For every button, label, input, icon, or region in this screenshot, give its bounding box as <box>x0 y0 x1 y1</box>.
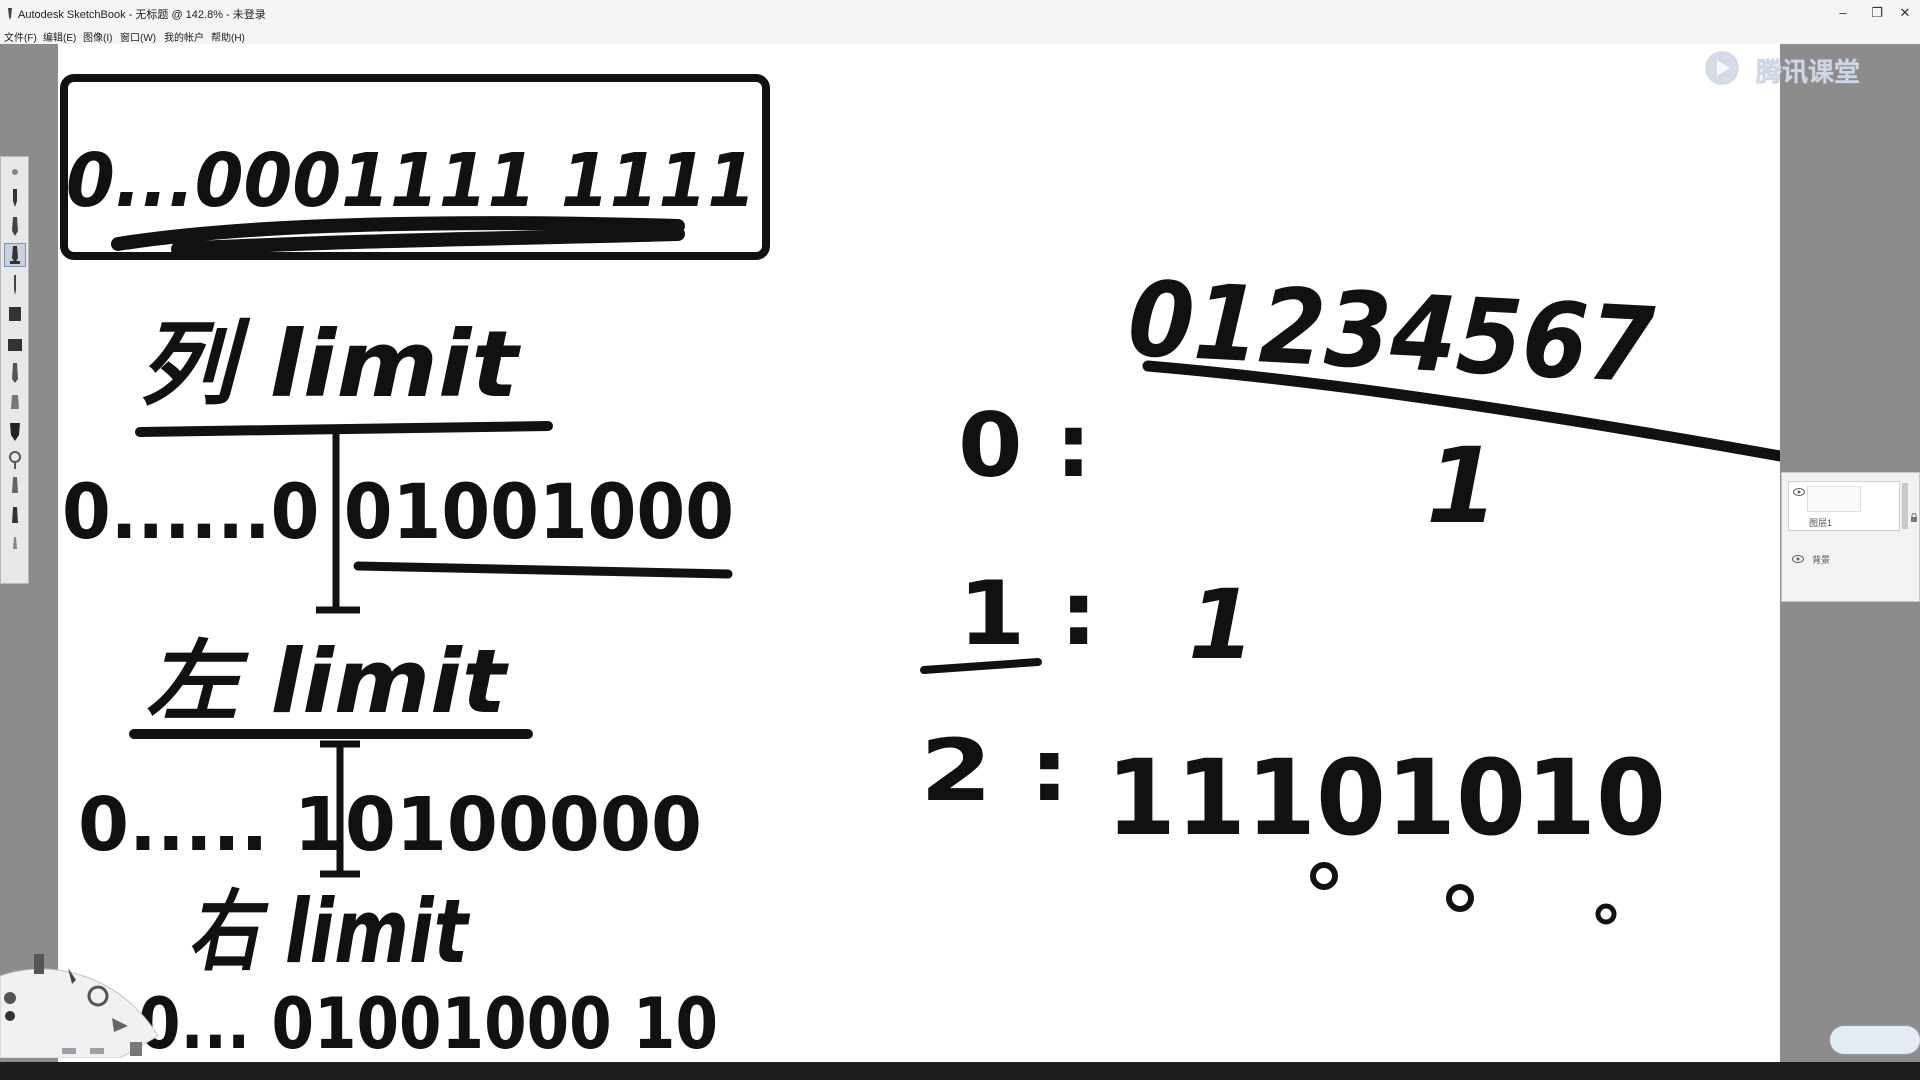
row3-label: 右 limit <box>188 880 470 983</box>
small-brush-tool-icon[interactable] <box>4 531 26 555</box>
undo-icon[interactable] <box>62 1048 76 1054</box>
fine-pen-tool-icon[interactable] <box>4 273 26 297</box>
menu-image[interactable]: 图像(I) <box>83 33 113 44</box>
row-2-label: 2 : <box>920 721 1070 821</box>
box-scribble <box>111 216 685 256</box>
highlight-box <box>60 74 770 260</box>
airbrush-tool-icon[interactable] <box>4 187 26 211</box>
bottom-edge <box>0 1062 1920 1080</box>
layer-editor-panel: 图层1 背景 <box>1781 472 1920 602</box>
layer-thumbnail <box>1807 486 1861 512</box>
lock-icon[interactable] <box>1910 513 1918 523</box>
window-title: Autodesk SketchBook - 无标题 @ 142.8% - 未登录 <box>18 9 266 21</box>
zoom-lagoon-icon[interactable] <box>5 1011 15 1021</box>
title-bar: Autodesk SketchBook - 无标题 @ 142.8% - 未登录… <box>0 0 1920 29</box>
brush-grip-icon[interactable] <box>4 161 26 185</box>
maximize-button[interactable]: ❐ <box>1871 5 1883 20</box>
row-2-zero-mark <box>1310 862 1338 890</box>
layer-scrollbar[interactable] <box>1902 483 1908 529</box>
drawing-canvas[interactable]: 0...0001111 1111 列 limit 0......0 010010… <box>58 44 1780 1062</box>
row3-bits: 0... 01001000 10 <box>138 983 718 1062</box>
row-2-zero-mark <box>1595 903 1617 925</box>
paintbrush-tool-icon[interactable] <box>4 361 26 385</box>
menu-help[interactable]: 帮助(H) <box>211 33 245 44</box>
close-button[interactable]: ✕ <box>1899 5 1911 20</box>
row2-bits: 0..... 10100000 <box>78 782 702 868</box>
select-lagoon-icon[interactable] <box>112 1018 128 1032</box>
row-0-label: 0 : <box>958 394 1092 497</box>
watermark: 腾讯课堂 <box>1702 48 1872 88</box>
zoom-indicator[interactable]: ··· <box>1830 1026 1920 1054</box>
brush-lagoon-icon[interactable] <box>68 968 76 984</box>
row-2-zero-mark <box>1446 884 1474 912</box>
menu-file[interactable]: 文件(F) <box>4 33 37 44</box>
column-header: 01234567 <box>1125 257 1657 406</box>
row-2-bits: 11101010 <box>1106 737 1666 859</box>
page-lagoon-icon[interactable] <box>130 1042 142 1056</box>
watermark-text: 腾讯课堂 <box>1756 57 1861 87</box>
box-bits: 0...0001111 1111 <box>66 138 756 224</box>
row-1-underline <box>920 658 1042 674</box>
ink-brush-tool-icon[interactable] <box>4 419 26 443</box>
chisel-marker-tool-icon[interactable] <box>4 331 26 355</box>
eye-icon[interactable] <box>1792 555 1804 563</box>
smudge-tool-icon[interactable] <box>4 391 26 415</box>
layer-lagoon-icon[interactable] <box>4 992 16 1004</box>
brush-toolbar <box>0 156 29 584</box>
row1-underline <box>135 421 553 437</box>
tencent-classroom-play-icon <box>1705 51 1739 85</box>
felt-pen-tool-icon[interactable] <box>4 503 26 527</box>
row-1-mark: 1 <box>1188 569 1255 681</box>
sketchbook-pencil-icon <box>8 8 12 20</box>
menu-window[interactable]: 窗口(W) <box>120 33 157 44</box>
row-1-label: 1 : <box>958 562 1098 665</box>
ballpoint-pen-tool-icon[interactable] <box>4 243 26 267</box>
row1-bits: 0......0 01001000 <box>62 467 734 556</box>
redo-icon[interactable] <box>90 1048 104 1054</box>
row1-label: 列 limit <box>138 311 521 418</box>
lagoon-radial-menu[interactable] <box>0 938 170 1059</box>
background-layer-name: 背景 <box>1812 555 1831 565</box>
eye-icon[interactable] <box>1793 488 1805 496</box>
row-0-mark: 1 <box>1426 425 1498 547</box>
menu-bar: 文件(F) 编辑(E) 图像(I) 窗口(W) 我的帐户 帮助(H) <box>0 28 1920 44</box>
row2-label: 左 limit <box>146 630 509 733</box>
pencil-tool-icon[interactable] <box>4 215 26 239</box>
layer-item[interactable]: 图层1 <box>1788 481 1900 531</box>
menu-edit[interactable]: 编辑(E) <box>43 33 77 44</box>
minimize-button[interactable]: – <box>1839 5 1847 20</box>
layer-name: 图层1 <box>1809 518 1833 528</box>
menu-account[interactable]: 我的帐户 <box>164 33 204 44</box>
pen-tool-icon[interactable] <box>34 954 44 974</box>
eraser-tool-icon[interactable] <box>4 475 26 499</box>
row1-bits-underline <box>353 561 733 579</box>
marker-tool-icon[interactable] <box>4 301 26 325</box>
zoom-indicator-label: ··· <box>1852 1032 1863 1044</box>
blender-tool-icon[interactable] <box>4 447 26 471</box>
column-header-underline <box>1142 360 1780 462</box>
background-layer-item[interactable]: 背景 <box>1788 549 1900 569</box>
color-lagoon-icon[interactable] <box>87 985 109 1007</box>
handwritten-sketch: 0...0001111 1111 列 limit 0......0 010010… <box>60 74 1780 1062</box>
